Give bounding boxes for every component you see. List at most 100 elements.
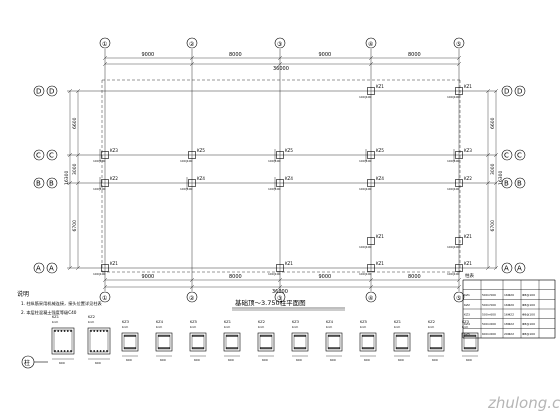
rebar-dot — [372, 335, 374, 337]
rebar-dot — [130, 335, 132, 337]
rebar-dot — [230, 347, 232, 349]
column-offset-6: 100|100 — [447, 159, 460, 163]
section-stirrup-6 — [259, 334, 273, 350]
rebar-dot — [402, 335, 404, 337]
rebar-dot — [472, 335, 474, 337]
rebar-dot — [436, 335, 438, 337]
column-label-14: KZ1 — [110, 261, 118, 266]
column-offset-9: 100|100 — [268, 187, 281, 191]
axis-label-left2-B: B — [49, 180, 54, 188]
section-dim-text-6: 600 — [262, 358, 268, 362]
axis-bubble-left-A-1 — [46, 262, 58, 274]
column-6 — [455, 151, 463, 159]
axis-label-bottom-1: ① — [102, 295, 107, 302]
axis-bubble-bottom-3 — [274, 291, 286, 303]
rebar-dot — [236, 335, 238, 337]
column-17 — [455, 264, 463, 272]
rebar-dot — [198, 335, 200, 337]
table-cell-0-3: Φ8@100 — [522, 293, 535, 297]
rebar-dot — [434, 335, 436, 337]
table-cell-1-2: 16Φ20 — [504, 303, 514, 307]
column-label-6: KZ3 — [464, 148, 472, 153]
axis-label-left2-A: A — [49, 265, 54, 273]
section-outline-1 — [87, 327, 111, 355]
axis-label-right2-D: D — [517, 88, 522, 96]
section-dim-text-4: 600 — [194, 358, 200, 362]
column-offset-10: 100|100 — [359, 187, 372, 191]
table-cell-0-2: 16Φ20 — [504, 293, 514, 297]
tick — [485, 265, 491, 271]
section-size-6: b×h — [258, 325, 264, 329]
left-dim-total: 16300 — [64, 171, 70, 185]
axis-label-top-2: ② — [189, 41, 195, 48]
section-stirrup-2 — [123, 334, 137, 350]
tick — [456, 61, 462, 67]
rebar-dot — [192, 335, 194, 337]
rebar-dot — [234, 335, 236, 337]
rebar-dot — [270, 335, 272, 337]
rebar-dot — [368, 335, 370, 337]
section-outline-9 — [359, 332, 377, 352]
section-stirrup-7 — [293, 334, 307, 350]
axis-bubble-bottom-4 — [365, 291, 377, 303]
column-15 — [276, 264, 284, 272]
column-offset-17: 100|100 — [447, 272, 460, 276]
tick — [75, 88, 81, 94]
column-offset-14: 100|100 — [93, 272, 106, 276]
rebar-dot — [338, 347, 340, 349]
rebar-dot — [192, 347, 194, 349]
rebar-dot — [130, 347, 132, 349]
axis-label-right2-C: C — [517, 152, 522, 160]
rebar-dot — [296, 335, 298, 337]
rebar-dot — [404, 347, 406, 349]
rebar-dot — [194, 335, 196, 337]
column-label-7: KZ2 — [110, 176, 118, 181]
axis-label-right-C: C — [504, 152, 509, 160]
section-outline-3 — [155, 332, 173, 352]
rebar-dot — [364, 347, 366, 349]
section-stirrup-1 — [89, 329, 109, 353]
rebar-dot — [364, 335, 366, 337]
column-offset-15: 100|100 — [268, 272, 281, 276]
rebar-dot — [196, 347, 198, 349]
rebar-dot — [93, 330, 96, 332]
axis-label-bottom-3: ③ — [277, 295, 282, 302]
column-16 — [367, 264, 375, 272]
rebar-dot — [268, 335, 270, 337]
rebar-dot — [99, 330, 102, 332]
section-stirrup-5 — [225, 334, 239, 350]
left-dim-1: 3000 — [72, 163, 78, 175]
rebar-dot — [70, 330, 72, 332]
table-cell-2-2: 16Φ22 — [504, 313, 514, 317]
column-label-4: KZ5 — [285, 148, 293, 153]
rebar-dot — [300, 335, 302, 337]
column-8 — [188, 179, 196, 187]
rebar-dot — [90, 330, 92, 332]
rebar-dot — [128, 347, 130, 349]
axis-label-bottom-2: ② — [189, 295, 195, 302]
section-dim-text-10: 600 — [398, 358, 404, 362]
plan-title: 基础顶～3.750柱平面图 — [235, 298, 306, 307]
rebar-dot — [398, 347, 400, 349]
axis-bubble-bottom-2 — [186, 291, 198, 303]
rebar-dot — [474, 335, 476, 337]
section-stirrup-4 — [191, 334, 205, 350]
axis-bubble-right-A-0 — [501, 262, 513, 274]
table-cell-4-2: 20Φ22 — [504, 332, 514, 336]
axis-bubble-left-D-0 — [33, 85, 45, 97]
column-label-1: KZ1 — [464, 84, 472, 89]
column-offset-4: 100|100 — [268, 159, 281, 163]
tick — [102, 277, 108, 283]
axis-bubble-bottom-5 — [453, 291, 465, 303]
section-label-6: KZ2 — [258, 320, 265, 324]
rebar-dot — [336, 335, 338, 337]
column-offset-16: 100|100 — [359, 272, 372, 276]
axis-bubble-right-D-0 — [501, 85, 513, 97]
rebar-dot — [168, 335, 170, 337]
axis-label-left2-D: D — [49, 88, 54, 96]
top-dim-3: 8000 — [408, 52, 421, 58]
section-size-8: b×h — [326, 325, 332, 329]
rebar-dot — [162, 347, 164, 349]
rebar-dot — [474, 347, 476, 349]
